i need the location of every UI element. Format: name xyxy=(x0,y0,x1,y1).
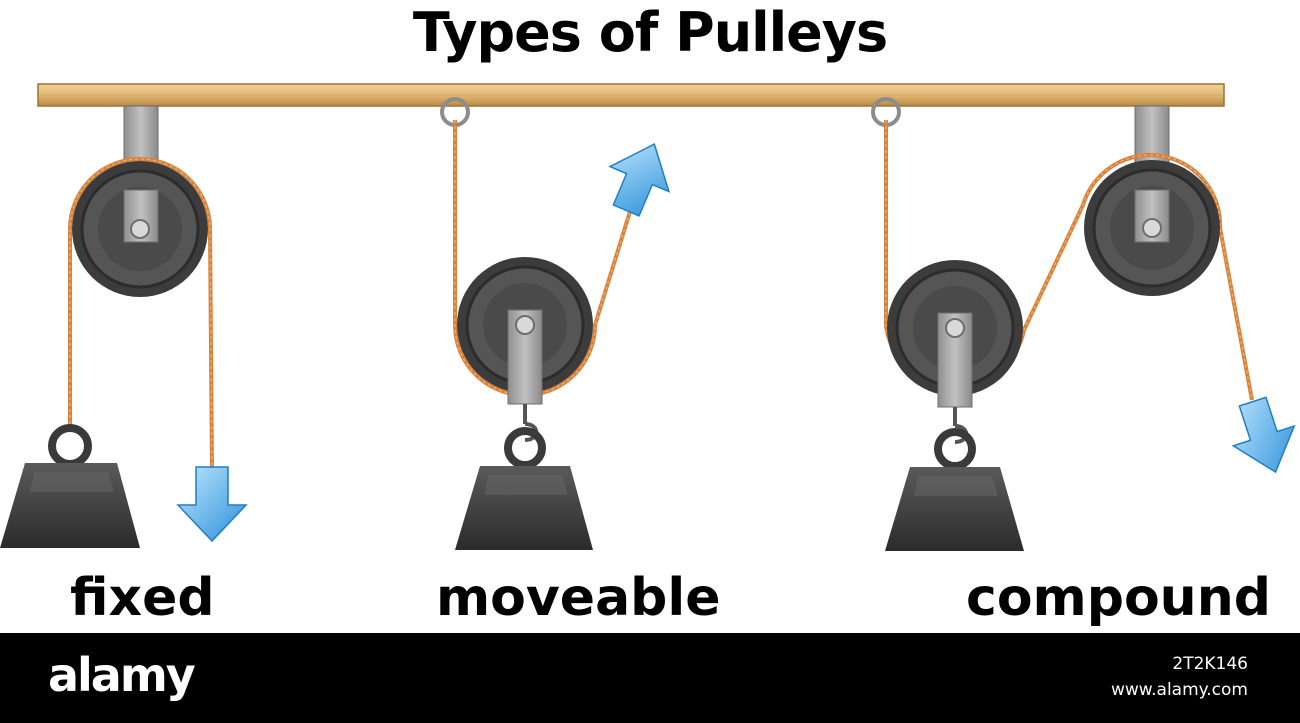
fixed-weight-ring xyxy=(48,424,92,468)
moveable-label: moveable xyxy=(436,568,721,628)
image-id: 2T2K146 xyxy=(1172,654,1248,674)
moveable-pulley-group xyxy=(440,97,671,550)
compound-down-arrow xyxy=(1231,396,1296,474)
fixed-weight xyxy=(0,463,140,548)
fixed-down-arrow xyxy=(176,466,248,543)
diagram-title: Types of Pulleys xyxy=(412,1,888,64)
moveable-weight-ring xyxy=(504,427,546,469)
moveable-up-arrow xyxy=(608,143,671,217)
moveable-weight xyxy=(455,466,593,550)
pulley-illustration xyxy=(0,83,1296,551)
watermark-brand: alamy xyxy=(48,648,196,702)
compound-pulley-group xyxy=(871,97,1296,551)
stock-footer: alamy 2T2K146 www.alamy.com xyxy=(0,633,1300,723)
compound-label: compound xyxy=(966,568,1271,628)
compound-weight xyxy=(885,467,1024,551)
compound-weight-ring xyxy=(934,428,976,470)
fixed-label: fixed xyxy=(70,568,215,628)
site-url: www.alamy.com xyxy=(1110,680,1248,700)
fixed-pulley-group xyxy=(0,105,248,548)
